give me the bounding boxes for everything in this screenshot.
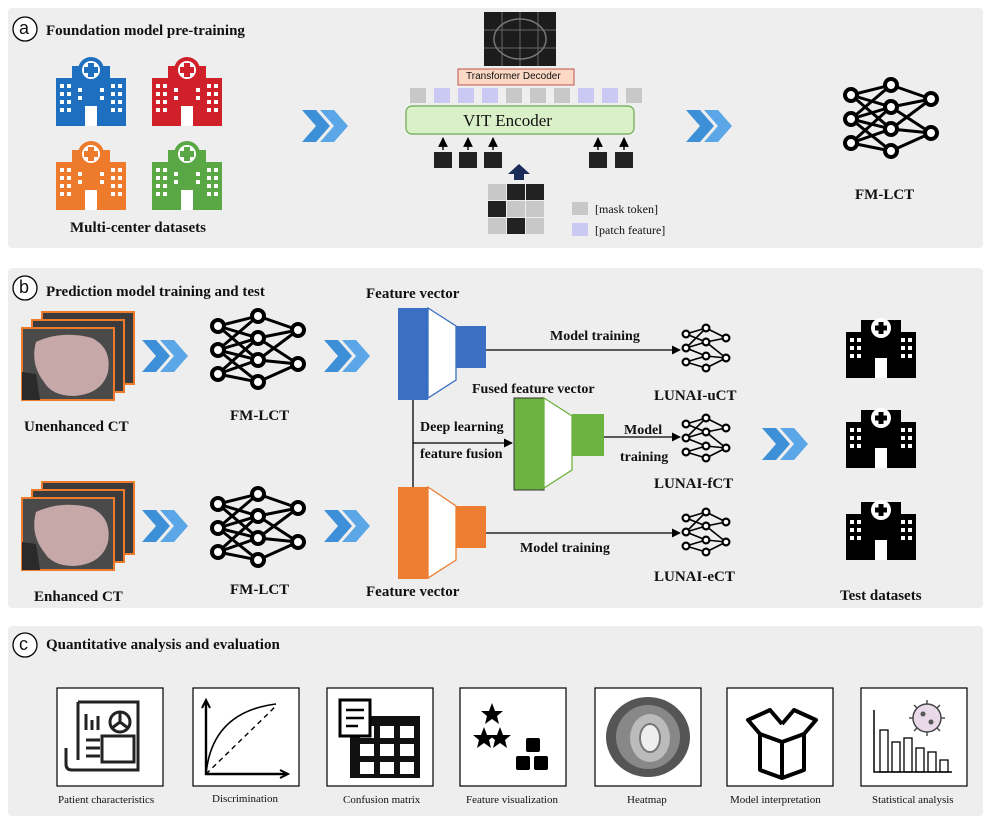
feature-vector-fused — [513, 396, 604, 491]
reconstructed-image-grid — [484, 12, 556, 66]
decoder-label: Transformer Decoder — [466, 71, 561, 82]
datasets-label: Multi-center datasets — [70, 220, 206, 236]
token-row — [410, 88, 642, 103]
model-training-label-mid-1: Model — [624, 423, 663, 438]
panel-b-title: Prediction model training and test — [46, 284, 265, 300]
neural-network-icon — [210, 308, 306, 390]
neural-network-icon — [210, 486, 306, 568]
fm-lct-label-a: FM-LCT — [855, 187, 915, 203]
chevron-arrow-icon — [762, 428, 808, 460]
item-label-interpretation: Model interpretation — [730, 794, 821, 806]
hospital-blue-icon — [56, 57, 126, 126]
panel-c-letter: c — [19, 634, 28, 654]
panel-a-badge — [12, 16, 38, 42]
heatmap-icon — [606, 697, 690, 777]
item-label-discrimination: Discrimination — [212, 793, 278, 805]
enhanced-ct-label: Enhanced CT — [34, 589, 123, 605]
panel-b-letter: b — [19, 277, 30, 297]
statistics-icon — [873, 700, 952, 773]
feature-fusion-label: feature fusion — [420, 447, 503, 462]
statistical-analysis-box — [860, 687, 968, 787]
input-patches — [434, 137, 633, 168]
item-label-confusion: Confusion matrix — [343, 794, 421, 806]
test-hospital-icon — [846, 408, 916, 468]
legend-patch-swatch — [572, 223, 588, 236]
up-arrow-icon — [508, 164, 530, 180]
lunai-f-network-icon — [681, 413, 731, 463]
test-hospital-icon — [846, 500, 916, 560]
chevron-arrow-icon — [142, 340, 188, 372]
feature-vector-label-top: Feature vector — [366, 286, 460, 302]
legend-patch-label: [patch feature] — [595, 223, 666, 237]
chevron-arrow-icon — [142, 510, 188, 542]
lunai-u-network-icon — [681, 323, 731, 373]
confusion-matrix-icon — [338, 698, 420, 778]
panel-a-letter: a — [19, 18, 30, 38]
hospital-red-icon — [152, 57, 222, 126]
test-datasets-label: Test datasets — [840, 588, 922, 604]
feature-vector-label-bottom: Feature vector — [366, 584, 460, 600]
fm-lct-label-top: FM-LCT — [230, 408, 290, 424]
lunai-fct-label: LUNAI-fCT — [654, 476, 734, 492]
chevron-arrow-icon — [686, 110, 732, 142]
encoder-label: VIT Encoder — [463, 111, 552, 130]
fused-feature-label: Fused feature vector — [472, 382, 595, 397]
open-box-icon — [746, 708, 818, 780]
model-training-label-top: Model training — [550, 329, 640, 344]
feature-vector-orange — [398, 485, 486, 580]
chevron-arrow-icon — [302, 110, 348, 142]
item-label-patient: Patient characteristics — [58, 794, 155, 806]
lunai-ect-label: LUNAI-eCT — [654, 569, 735, 585]
panel-c-badge — [12, 632, 38, 658]
masked-image-grid — [488, 184, 544, 234]
hospital-orange-icon — [56, 141, 126, 210]
unenhanced-ct-stack — [21, 311, 135, 401]
deep-learning-label: Deep learning — [420, 420, 504, 435]
chevron-arrow-icon — [324, 510, 370, 542]
panel-b-badge — [12, 275, 38, 301]
chevron-arrow-icon — [324, 340, 370, 372]
transformer-decoder-block — [457, 68, 575, 86]
item-label-heatmap: Heatmap — [627, 794, 667, 806]
report-icon — [64, 700, 140, 772]
hospital-green-icon — [152, 141, 222, 210]
lunai-uct-label: LUNAI-uCT — [654, 388, 737, 404]
fm-lct-label-bottom: FM-LCT — [230, 582, 290, 598]
panel-a-title: Foundation model pre-training — [46, 23, 245, 39]
neural-network-icon — [843, 77, 939, 159]
panel-b — [8, 268, 983, 608]
model-training-label-bottom: Model training — [520, 541, 610, 556]
feature-vector-blue — [398, 306, 486, 400]
test-hospital-icon — [846, 318, 916, 378]
legend-mask-label: [mask token] — [595, 202, 658, 216]
model-training-label-mid-2: training — [620, 450, 669, 465]
enhanced-ct-stack — [21, 481, 135, 571]
item-label-statistical: Statistical analysis — [872, 794, 954, 806]
lunai-e-network-icon — [681, 507, 731, 557]
roc-curve-icon — [201, 697, 291, 779]
item-label-feature: Feature visualization — [466, 794, 558, 806]
feature-scatter-icon — [473, 703, 548, 770]
unenhanced-ct-label: Unenhanced CT — [24, 419, 129, 435]
legend-mask-swatch — [572, 202, 588, 215]
vit-encoder-block — [405, 105, 635, 135]
panel-c-title: Quantitative analysis and evaluation — [46, 637, 280, 653]
